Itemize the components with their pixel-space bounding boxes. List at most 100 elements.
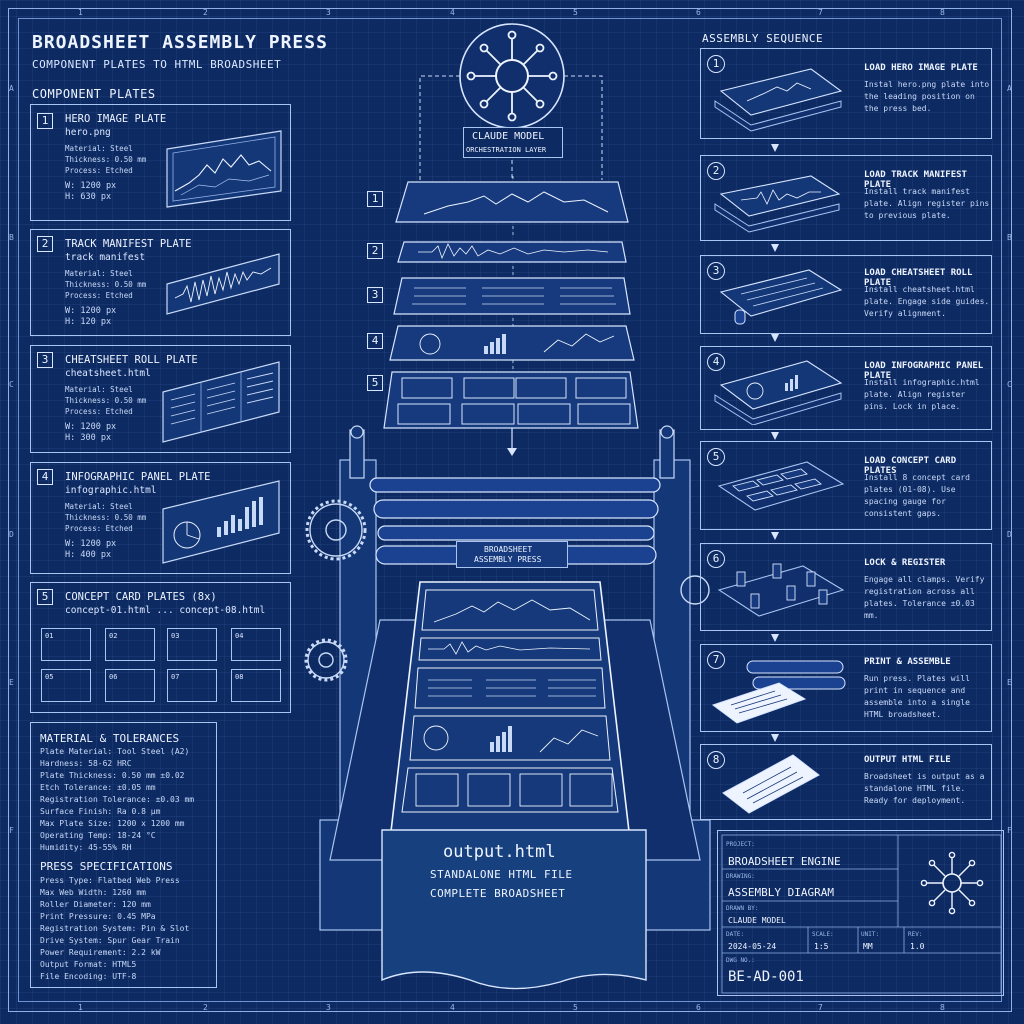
rev-label: REV:: [908, 931, 923, 938]
stack-number-5: 5: [367, 375, 383, 391]
cheatsheet-plate-illustration: [162, 361, 280, 443]
step-7-illustration: [711, 660, 846, 724]
step-number: 5: [707, 448, 725, 466]
zone-right-D: D: [1007, 530, 1012, 539]
inner-border: [18, 18, 1002, 1002]
plate-specs: Material: Steel Thickness: 0.50 mm Proce…: [65, 144, 147, 175]
assembly-step-4: 4 LOAD INFOGRAPHIC PANEL PLATE Install i…: [700, 346, 992, 430]
scale-value: 1:5: [814, 942, 829, 951]
plate-title: TRACK MANIFEST PLATE: [65, 238, 192, 250]
zone-bottom-2: 2: [203, 1003, 208, 1012]
step-description: Engage all clamps. Verify registration a…: [864, 575, 985, 620]
zone-top-5: 5: [573, 8, 578, 17]
plate-file: cheatsheet.html: [65, 368, 151, 379]
page-subtitle: COMPONENT PLATES TO HTML BROADSHEET: [32, 58, 282, 71]
assembly-sequence-label: ASSEMBLY SEQUENCE: [702, 32, 824, 45]
step-title: LOAD TRACK MANIFEST PLATE: [864, 170, 967, 190]
zone-left-B: B: [9, 233, 14, 242]
hero-plate-illustration: [166, 130, 282, 208]
plate-panel-track-manifest: 2 TRACK MANIFEST PLATE track manifest Ma…: [30, 229, 291, 336]
dwg-no-label: DWG NO.:: [726, 957, 755, 964]
step-number: 7: [707, 651, 725, 669]
assembly-step-1: 1 LOAD HERO IMAGE PLATE Instal hero.png …: [700, 48, 992, 139]
step-1-illustration: [714, 68, 843, 132]
zone-bottom-8: 8: [940, 1003, 945, 1012]
zone-bottom-6: 6: [696, 1003, 701, 1012]
step-description: Run press. Plates will print in sequence…: [864, 674, 970, 719]
zone-left-E: E: [9, 678, 14, 687]
concept-card-08: 08: [231, 669, 281, 702]
press-spec-line: File Encoding: UTF-8: [40, 972, 137, 981]
zone-right-C: C: [1007, 380, 1012, 389]
plate-panel-infographic: 4 INFOGRAPHIC PANEL PLATE infographic.ht…: [30, 462, 291, 574]
step-2-illustration: [714, 175, 841, 233]
plate-panel-concept-cards: 5 CONCEPT CARD PLATES (8x) concept-01.ht…: [30, 582, 291, 713]
step-4-illustration: [714, 360, 843, 425]
material-line: Plate Thickness: 0.50 mm ±0.02: [40, 771, 185, 780]
date-label: DATE:: [726, 931, 745, 938]
stack-number-1: 1: [367, 191, 383, 207]
plate-specs: Material: Steel Thickness: 0.50 mm Proce…: [65, 269, 147, 300]
zone-right-A: A: [1007, 84, 1012, 93]
project-value: BROADSHEET ENGINE: [728, 855, 841, 868]
zone-top-6: 6: [696, 8, 701, 17]
orchestration-hub-graphic: [419, 23, 603, 180]
assembly-step-2: 2 LOAD TRACK MANIFEST PLATE Install trac…: [700, 155, 992, 241]
plate-file: infographic.html: [65, 485, 157, 496]
step-number: 4: [707, 353, 725, 371]
plate-file: concept-01.html ... concept-08.html: [65, 605, 266, 616]
step-description: Install cheatsheet.html plate. Engage si…: [864, 285, 990, 318]
concept-card-03: 03: [167, 628, 217, 661]
zone-bottom-4: 4: [450, 1003, 455, 1012]
press-spec-line: Registration System: Pin & Slot: [40, 924, 190, 933]
zone-bottom-5: 5: [573, 1003, 578, 1012]
step-title: PRINT & ASSEMBLE: [864, 657, 951, 667]
date-value: 2024-05-24: [728, 942, 777, 951]
step-number: 8: [707, 751, 725, 769]
zone-left-C: C: [9, 380, 14, 389]
material-line: Operating Temp: 18-24 °C: [40, 831, 156, 840]
step-number: 6: [707, 550, 725, 568]
concept-card-04: 04: [231, 628, 281, 661]
step-title: LOAD CONCEPT CARD PLATES: [864, 456, 957, 476]
plate-title: INFOGRAPHIC PANEL PLATE: [65, 471, 211, 483]
press-spec-line: Output Format: HTML5: [40, 960, 137, 969]
specifications-panel: MATERIAL & TOLERANCES Plate Material: To…: [30, 722, 217, 988]
press-spec-line: Print Pressure: 0.45 MPa: [40, 912, 156, 921]
plate-dims: W: 1200 px H: 630 px: [65, 181, 117, 202]
dwg-no-value: BE-AD-001: [728, 969, 804, 985]
plate-dims: W: 1200 px H: 120 px: [65, 306, 117, 327]
component-plates-label: COMPONENT PLATES: [32, 87, 156, 101]
step-number: 1: [707, 55, 725, 73]
zone-left-A: A: [9, 84, 14, 93]
plate-file: track manifest: [65, 252, 146, 263]
step-title: LOAD INFOGRAPHIC PANEL PLATE: [864, 361, 984, 381]
press-spec-line: Roller Diameter: 120 mm: [40, 900, 151, 909]
step-8-illustration: [722, 754, 820, 814]
output-line1: STANDALONE HTML FILE: [430, 868, 573, 881]
step-description: Instal hero.png plate into the leading p…: [864, 80, 990, 113]
drawn-by-value: CLAUDE MODEL: [728, 916, 786, 925]
model-label: CLAUDE MODEL: [472, 131, 545, 142]
plate-dims: W: 1200 px H: 400 px: [65, 539, 117, 560]
track-plate-illustration: [166, 253, 280, 315]
material-title: MATERIAL & TOLERANCES: [40, 732, 180, 745]
plate-stack-graphic: [383, 176, 639, 429]
plate-specs: Material: Steel Thickness: 0.50 mm Proce…: [65, 385, 147, 416]
title-block: PROJECT: BROADSHEET ENGINE DRAWING: ASSE…: [717, 830, 1004, 996]
stack-number-2: 2: [367, 243, 383, 259]
plate-specs: Material: Steel Thickness: 0.50 mm Proce…: [65, 502, 147, 533]
zone-left-D: D: [9, 530, 14, 539]
press-spec-line: Power Requirement: 2.2 kW: [40, 948, 161, 957]
press-specs-title: PRESS SPECIFICATIONS: [40, 860, 173, 873]
material-line: Plate Material: Tool Steel (A2): [40, 747, 190, 756]
plate-number: 1: [37, 113, 53, 129]
assembly-step-5: 5 LOAD CONCEPT CARD PLATES Install 8 con…: [700, 441, 992, 530]
zone-top-8: 8: [940, 8, 945, 17]
zone-top-4: 4: [450, 8, 455, 17]
assembly-step-7: 7 PRINT & ASSEMBLE Run press. Plates wil…: [700, 644, 992, 732]
outer-border: [8, 8, 1012, 1012]
material-line: Max Plate Size: 1200 x 1200 mm: [40, 819, 185, 828]
zone-left-F: F: [9, 826, 14, 835]
drawn-by-label: DRAWN BY:: [726, 905, 759, 912]
